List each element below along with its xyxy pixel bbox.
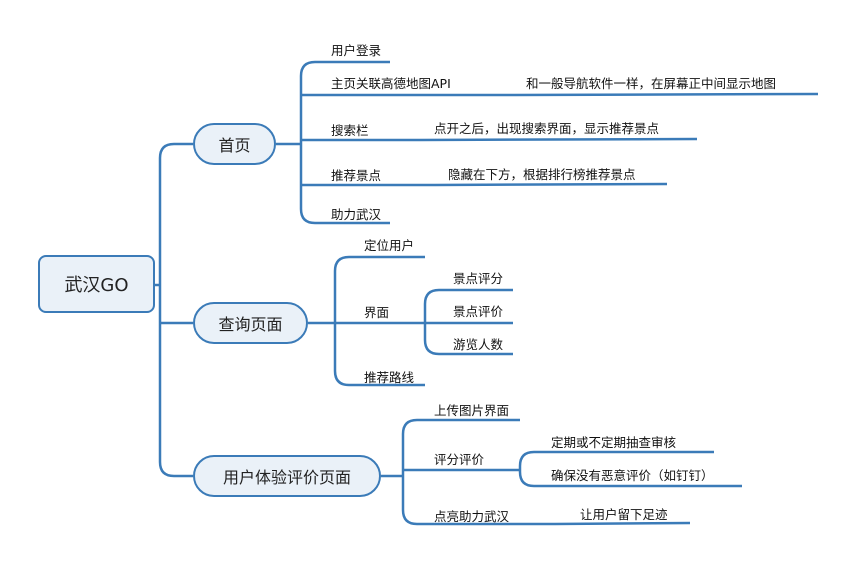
node-search-note[interactable]: 点开之后，出现搜索界面，显示推荐景点 <box>434 121 660 136</box>
connector-line <box>419 137 698 142</box>
connector-line <box>299 208 390 225</box>
node-query-page[interactable]: 查询页面 <box>193 302 308 344</box>
node-light-up[interactable]: 点亮助力武汉 <box>434 509 510 524</box>
connector-line <box>423 339 513 356</box>
node-rating[interactable]: 评分评价 <box>434 452 485 467</box>
connector-line <box>333 255 425 272</box>
connector-line <box>554 521 691 526</box>
node-rating-child[interactable]: 确保没有恶意评价（如钉钉） <box>551 468 714 483</box>
node-review-page[interactable]: 用户体验评价页面 <box>193 455 381 497</box>
node-login[interactable]: 用户登录 <box>331 43 382 58</box>
node-route[interactable]: 推荐路线 <box>364 370 415 385</box>
node-ui-child[interactable]: 景点评分 <box>453 271 504 286</box>
connector-line <box>518 450 714 467</box>
node-map-note[interactable]: 和一般导航软件一样，在屏幕正中间显示地图 <box>526 76 777 91</box>
connector-line <box>158 461 193 478</box>
connector-line <box>401 418 520 435</box>
connector-line <box>423 288 513 305</box>
node-map-api[interactable]: 主页关联高德地图API <box>331 76 451 91</box>
connector-line <box>434 182 668 187</box>
node-ui[interactable]: 界面 <box>364 305 390 320</box>
node-search-bar[interactable]: 搜索栏 <box>331 123 369 138</box>
connector-line <box>158 142 193 159</box>
connector-line <box>299 60 390 77</box>
node-recommend[interactable]: 推荐景点 <box>331 168 382 183</box>
connector-line <box>514 92 819 97</box>
node-ui-child[interactable]: 游览人数 <box>453 337 504 352</box>
node-upload[interactable]: 上传图片界面 <box>434 403 510 418</box>
connector-line <box>518 471 742 488</box>
node-ui-child[interactable]: 景点评价 <box>453 304 504 319</box>
node-home[interactable]: 首页 <box>193 123 276 165</box>
connector-line <box>333 370 425 387</box>
node-rating-child[interactable]: 定期或不定期抽查审核 <box>551 435 677 450</box>
connector-line <box>401 509 555 526</box>
node-locate-user[interactable]: 定位用户 <box>364 238 415 253</box>
node-light-note[interactable]: 让用户留下足迹 <box>580 507 668 522</box>
root-node[interactable]: 武汉GO <box>38 255 155 313</box>
node-help-wuhan[interactable]: 助力武汉 <box>331 207 382 222</box>
node-recommend-note[interactable]: 隐藏在下方，根据排行榜推荐景点 <box>448 167 636 182</box>
